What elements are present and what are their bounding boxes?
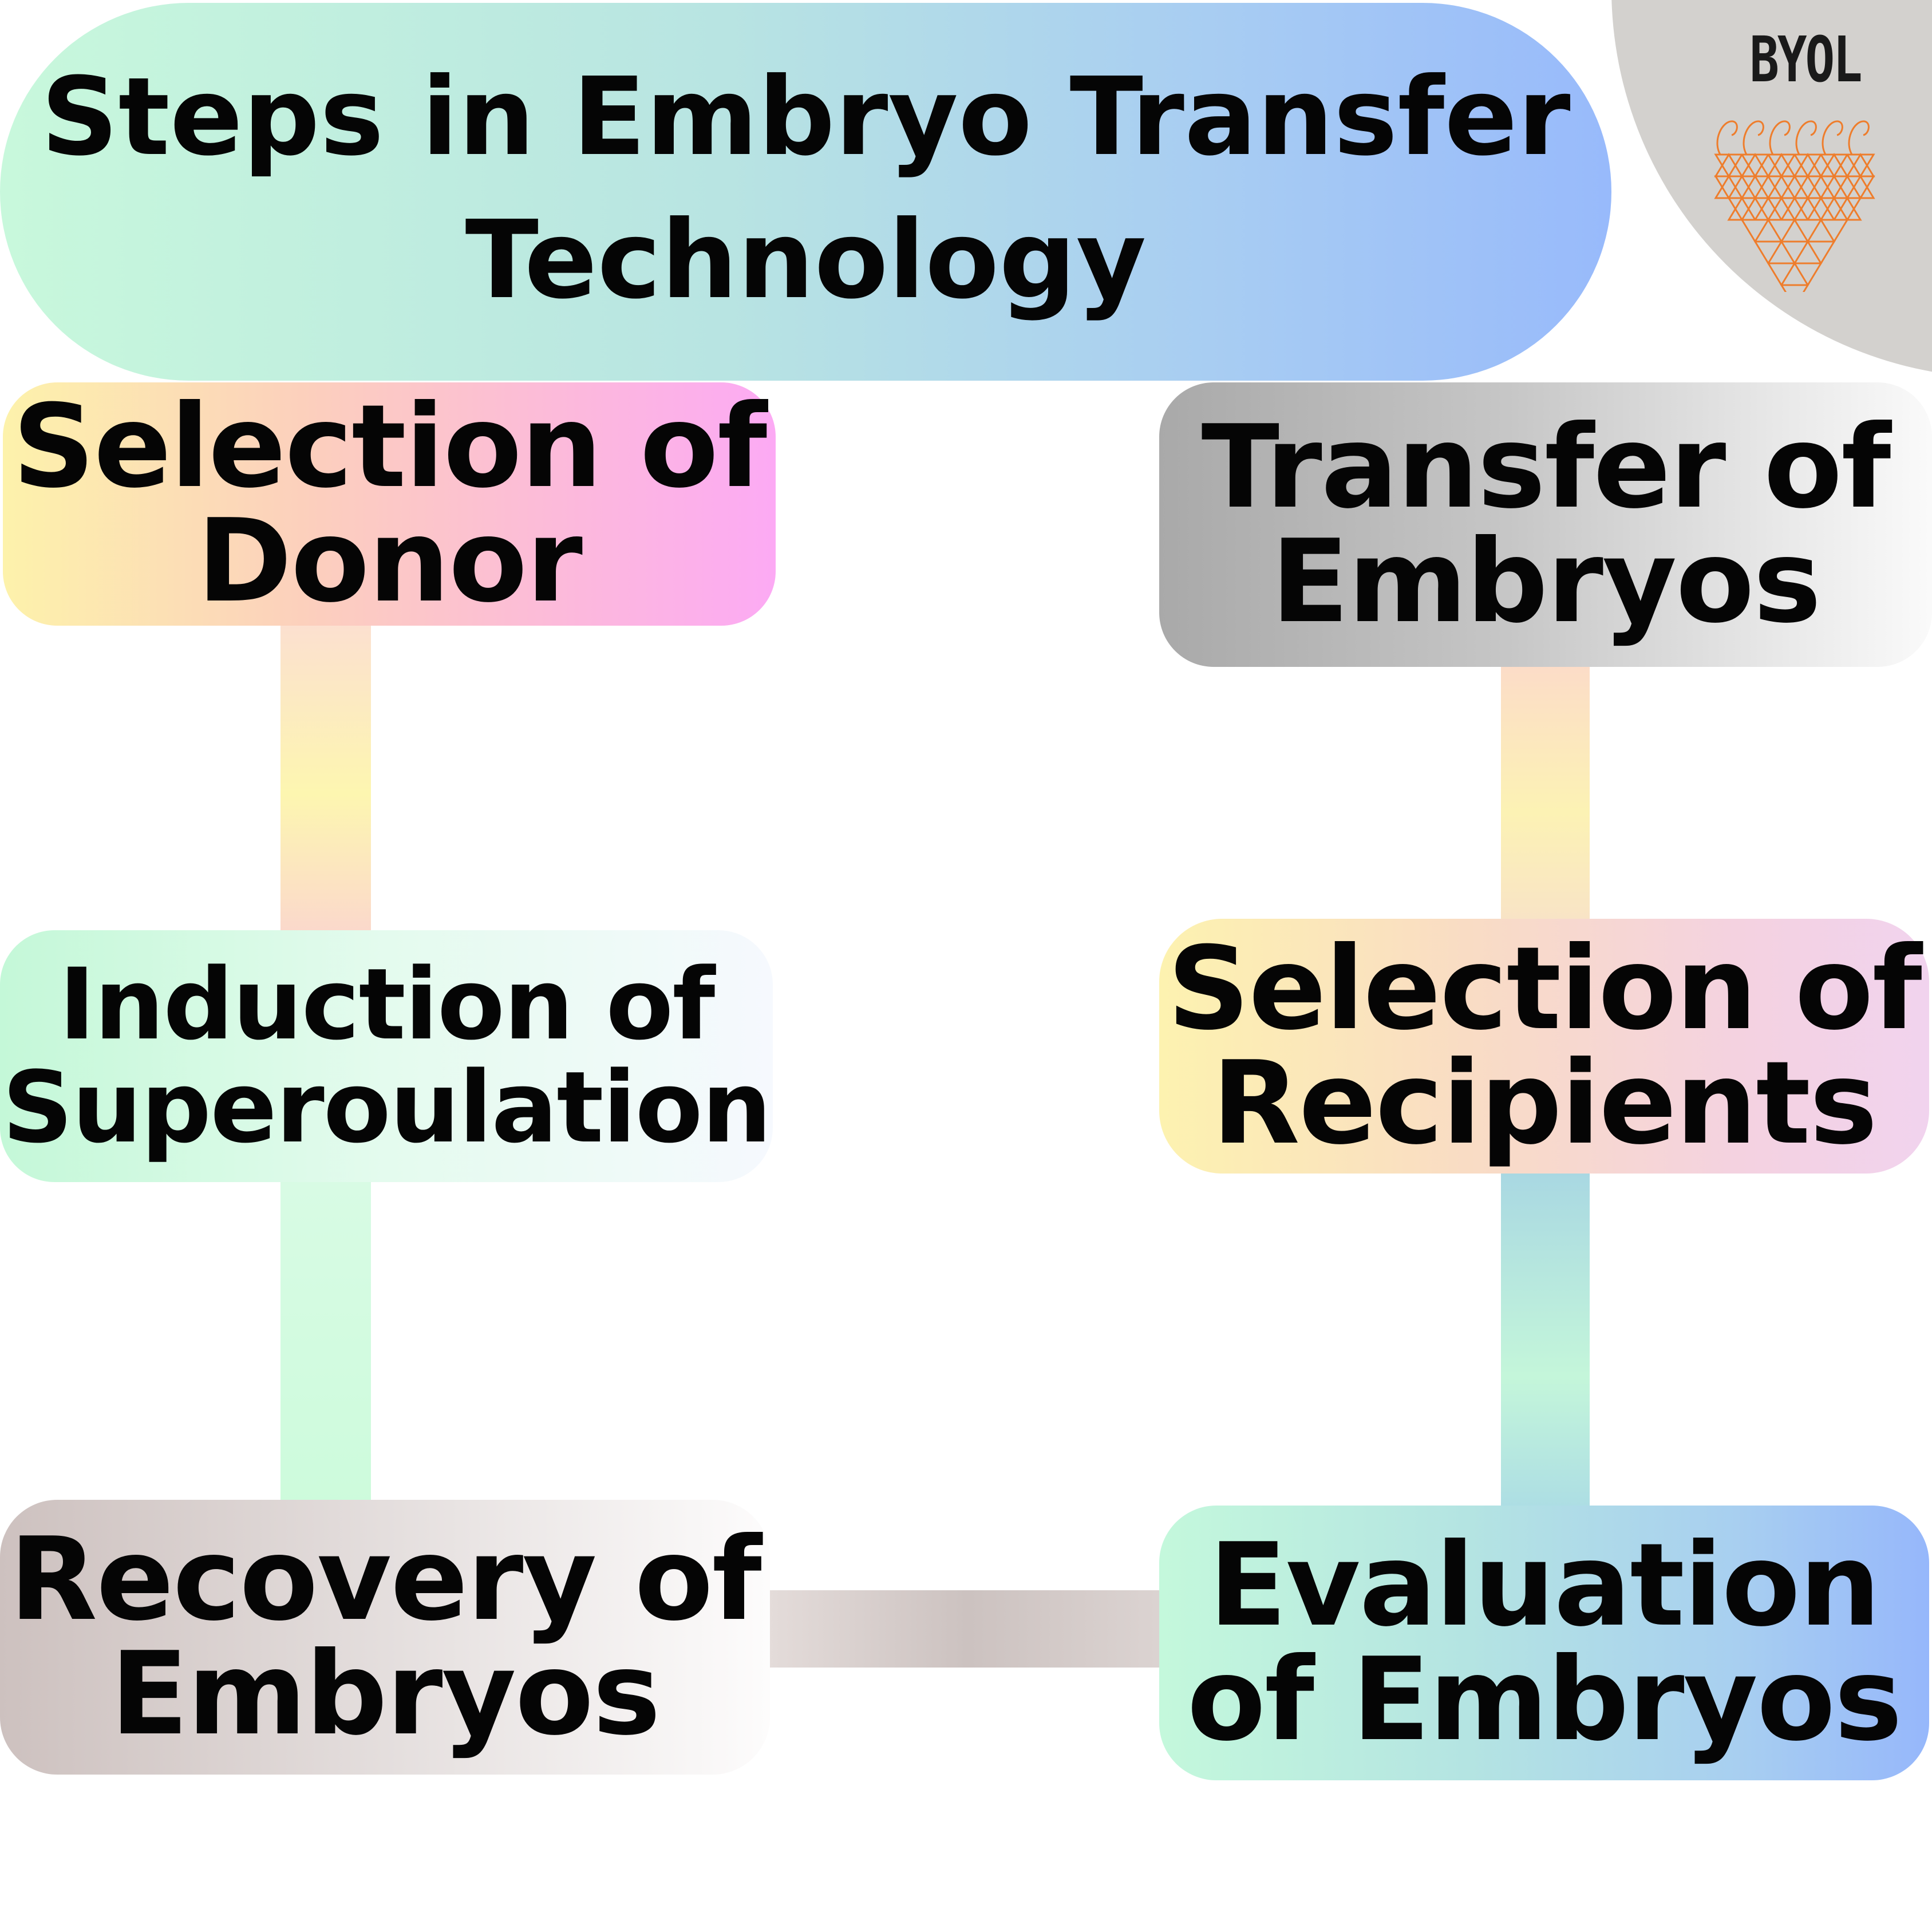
connector-induction-to-recovery [280,1179,371,1506]
connector-donor-to-induction [280,624,371,933]
title-line: Technology [465,197,1147,323]
triangle-lattice-heart-icon [1714,120,1875,292]
title-line: Steps in Embryo Transfer [41,54,1571,180]
title-banner: Steps in Embryo Transfer Technology [0,3,1611,381]
connector-evaluation-to-recipients [1501,1174,1590,1511]
logo-text: BYOL [1749,23,1862,96]
connector-recipients-to-transfer [1501,664,1590,933]
connector-recovery-to-evaluation [767,1590,1168,1668]
page-title: Steps in Embryo Transfer Technology [41,46,1570,332]
